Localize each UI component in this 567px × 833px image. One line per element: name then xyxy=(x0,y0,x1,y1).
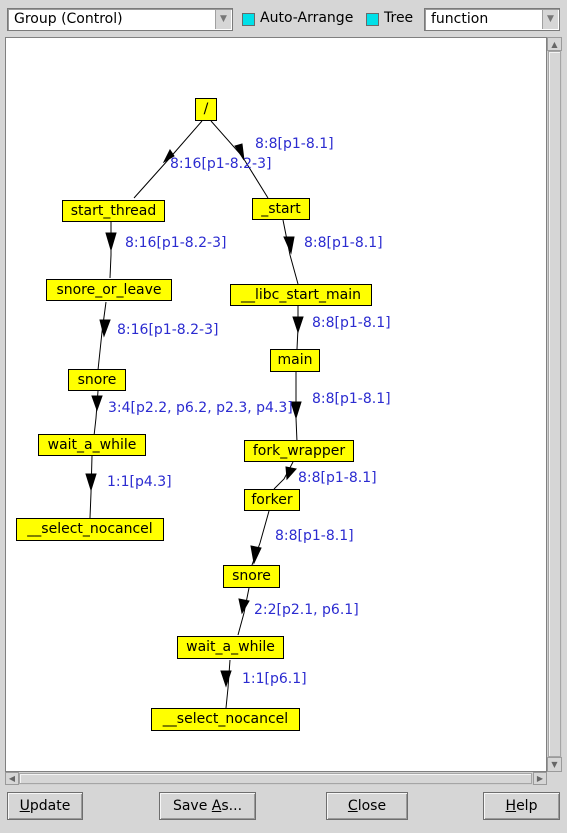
node-snore-left[interactable]: snore xyxy=(68,369,126,391)
auto-arrange-label[interactable]: Auto-Arrange xyxy=(260,10,354,26)
save-as-button[interactable]: Save As... xyxy=(159,792,256,820)
node-forker[interactable]: forker xyxy=(244,489,300,511)
vertical-scrollbar[interactable]: ▲ ▼ xyxy=(547,37,562,772)
node-fork-wrapper[interactable]: fork_wrapper xyxy=(244,440,354,462)
edge-wait-select-right xyxy=(225,659,231,709)
horizontal-scrollbar[interactable]: ◀ ▶ xyxy=(5,772,547,785)
edge-snore_or_leave-snore xyxy=(97,301,107,371)
edge-snore-wait-right xyxy=(237,587,250,636)
node-wait-right[interactable]: wait_a_while xyxy=(177,636,284,659)
node-snore-right[interactable]: snore xyxy=(223,565,280,588)
view-select[interactable]: function ▼ xyxy=(424,8,560,31)
node-snore-or-leave[interactable]: snore_or_leave xyxy=(46,279,172,301)
node-start[interactable]: _start xyxy=(252,198,310,220)
edge-wait-select-left xyxy=(89,455,93,519)
chevron-down-icon[interactable]: ▼ xyxy=(215,10,231,29)
edge-label: 8:16[p1-8.2-3] xyxy=(170,156,272,172)
edge-label: 8:8[p1-8.1] xyxy=(304,235,383,251)
vertical-scroll-thumb[interactable] xyxy=(548,51,561,757)
tree-label[interactable]: Tree xyxy=(384,10,414,26)
update-button[interactable]: Update xyxy=(7,792,83,820)
node-start-thread[interactable]: start_thread xyxy=(62,200,165,222)
scroll-down-icon[interactable]: ▼ xyxy=(547,757,562,772)
graph-canvas[interactable]: / start_thread _start snore_or_leave __l… xyxy=(5,37,547,772)
view-select-value: function xyxy=(431,11,489,27)
edge-label: 2:2[p2.1, p6.1] xyxy=(254,602,359,618)
node-wait-left[interactable]: wait_a_while xyxy=(38,434,146,456)
edge-_start-libc xyxy=(282,219,299,285)
edge-label: 8:8[p1-8.1] xyxy=(298,470,377,486)
scroll-right-icon[interactable]: ▶ xyxy=(533,772,547,785)
auto-arrange-checkbox[interactable] xyxy=(242,13,255,26)
edge-label: 3:4[p2.2, p6.2, p2.3, p4.3] xyxy=(108,400,293,416)
node-select-left[interactable]: __select_nocancel xyxy=(16,518,164,541)
scroll-up-icon[interactable]: ▲ xyxy=(547,37,562,51)
edge-label: 1:1[p4.3] xyxy=(107,474,172,490)
edge-start_thread-snore_or_leave xyxy=(109,221,112,279)
scroll-left-icon[interactable]: ◀ xyxy=(5,772,19,785)
edge-label: 8:8[p1-8.1] xyxy=(275,528,354,544)
node-main[interactable]: main xyxy=(270,349,320,372)
edge-label: 8:8[p1-8.1] xyxy=(255,136,334,152)
node-libc-start-main[interactable]: __libc_start_main xyxy=(230,284,372,306)
help-button[interactable]: Help xyxy=(483,792,560,820)
group-select-value: Group (Control) xyxy=(14,11,123,27)
edge-label: 8:16[p1-8.2-3] xyxy=(117,322,219,338)
group-select[interactable]: Group (Control) ▼ xyxy=(7,8,233,31)
close-button[interactable]: Close xyxy=(326,792,408,820)
tree-checkbox[interactable] xyxy=(366,13,379,26)
chevron-down-icon[interactable]: ▼ xyxy=(542,10,558,29)
edge-label: 8:8[p1-8.1] xyxy=(312,391,391,407)
node-select-right[interactable]: __select_nocancel xyxy=(151,708,300,731)
node-root[interactable]: / xyxy=(195,98,217,121)
edge-label: 8:8[p1-8.1] xyxy=(312,315,391,331)
graph-edges xyxy=(85,120,304,709)
edge-label: 8:16[p1-8.2-3] xyxy=(125,235,227,251)
horizontal-scroll-thumb[interactable] xyxy=(19,773,532,784)
edge-label: 1:1[p6.1] xyxy=(242,671,307,687)
